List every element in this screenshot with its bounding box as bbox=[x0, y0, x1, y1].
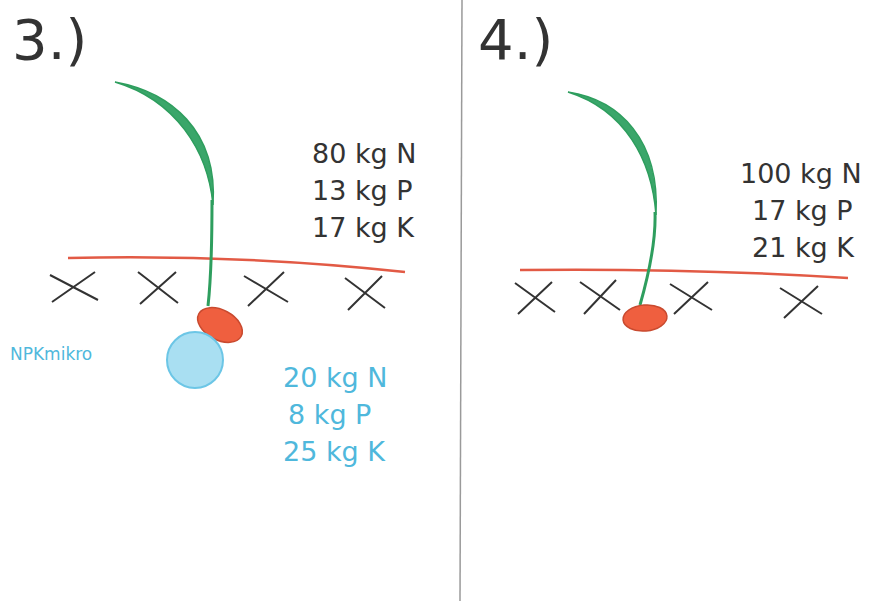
soil-line bbox=[520, 270, 848, 278]
panel-number: 3.) bbox=[12, 8, 87, 72]
stem bbox=[640, 212, 655, 305]
panel-number: 4.) bbox=[478, 8, 553, 72]
soil-line bbox=[68, 257, 405, 272]
leaf bbox=[115, 82, 213, 205]
fertilizer-granule bbox=[167, 332, 223, 388]
nutrient-amount: 13 kg P bbox=[312, 175, 413, 206]
fertilizer-name: NPKmikro bbox=[10, 345, 92, 365]
nutrient-amount: 17 kg P bbox=[752, 195, 853, 226]
soil-marks bbox=[50, 272, 385, 310]
stem bbox=[208, 200, 212, 306]
nutrient-amount: 8 kg P bbox=[288, 399, 371, 430]
leaf bbox=[568, 92, 656, 215]
nutrient-amount: 20 kg N bbox=[283, 362, 388, 393]
panel-divider bbox=[460, 0, 462, 601]
nutrient-amount: 17 kg K bbox=[312, 212, 414, 243]
soil-marks bbox=[515, 280, 822, 318]
nutrient-amount: 25 kg K bbox=[283, 436, 385, 467]
nutrient-amount: 80 kg N bbox=[312, 138, 417, 169]
seed bbox=[622, 303, 668, 333]
nutrient-amount: 100 kg N bbox=[740, 158, 862, 189]
nutrient-amount: 21 kg K bbox=[752, 232, 854, 263]
